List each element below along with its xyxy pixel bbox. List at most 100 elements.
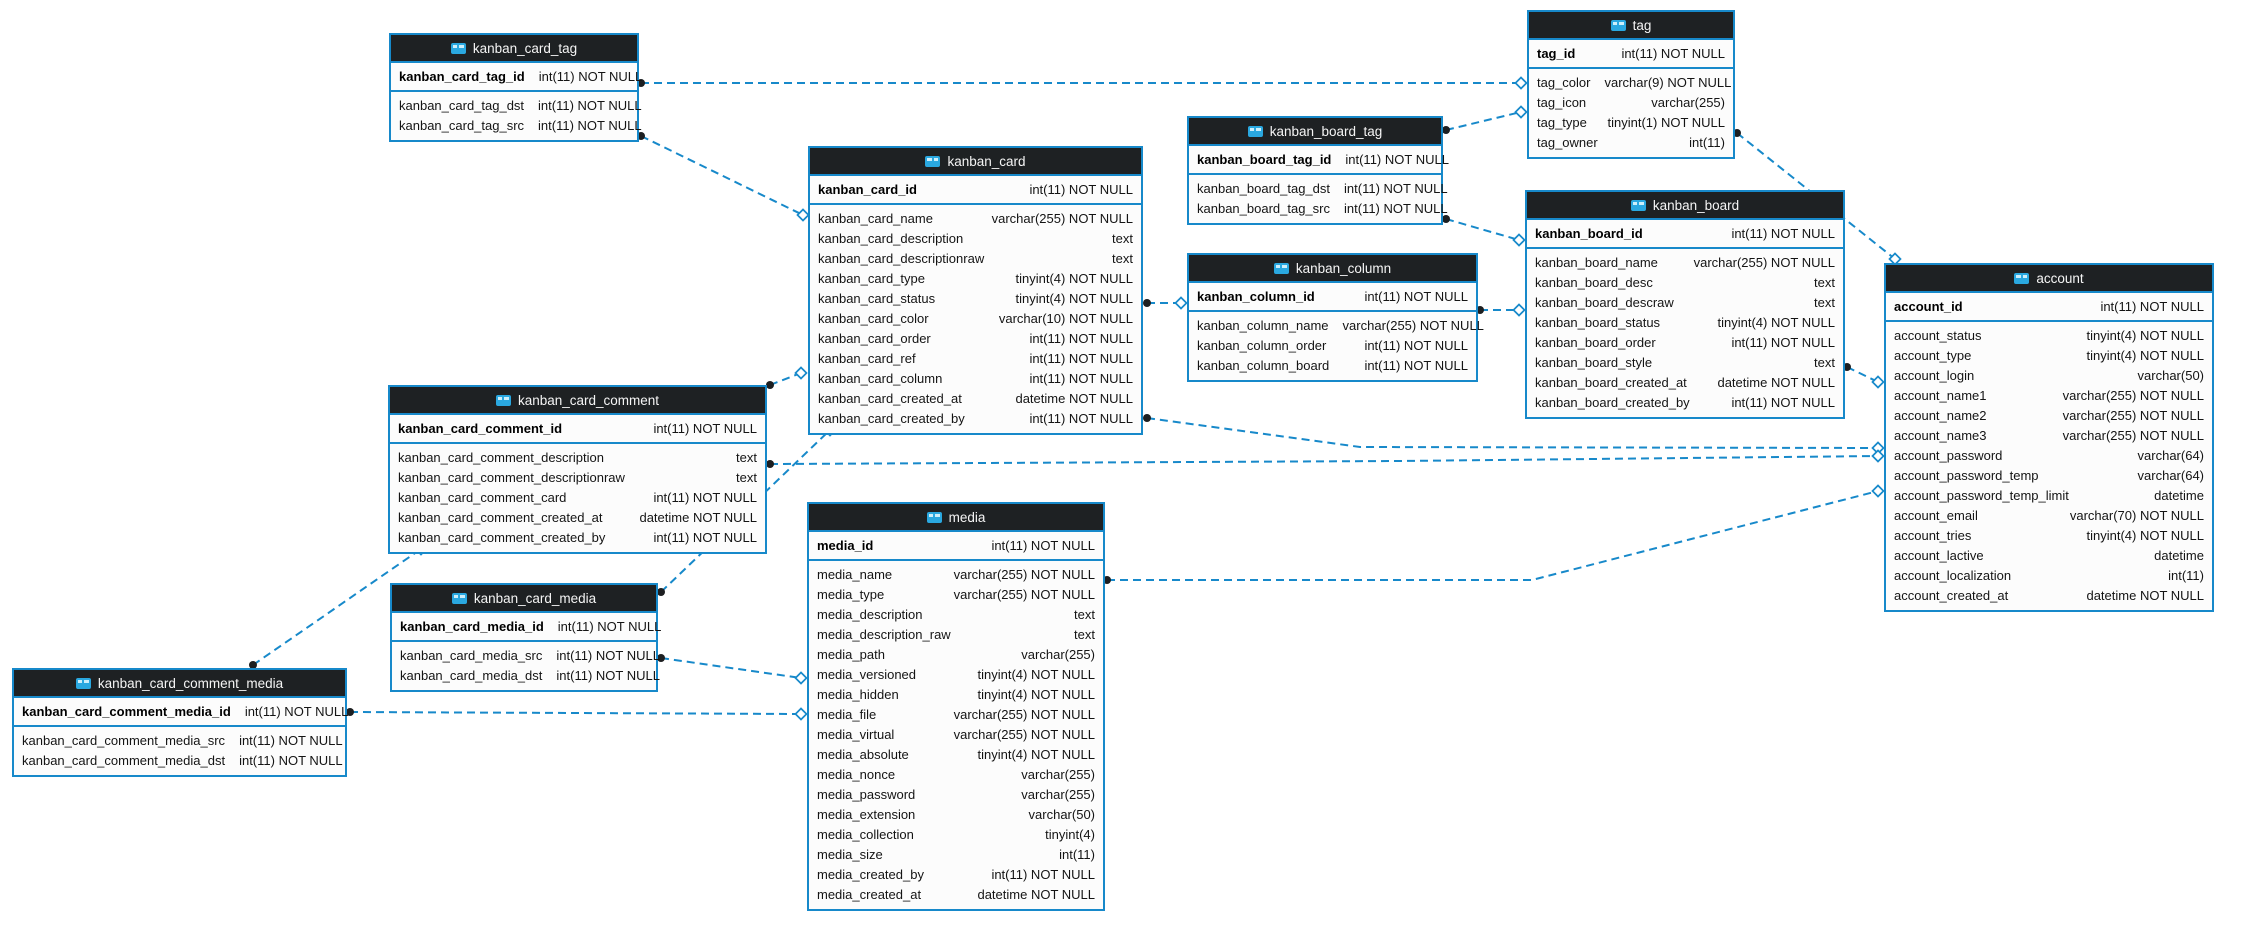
table-header-kanban_card_comment[interactable]: kanban_card_comment <box>390 387 765 415</box>
relationship-kanban_card_comment_media-to-media[interactable] <box>349 711 802 715</box>
relationship-kanban_card_media-to-media[interactable] <box>660 657 802 679</box>
table-header-account[interactable]: account <box>1886 265 2212 293</box>
relationship-kanban_card_tag-to-kanban_card[interactable] <box>640 135 804 216</box>
relationship-kanban_card_comment-to-account[interactable] <box>769 455 1879 465</box>
table-header-kanban_card[interactable]: kanban_card <box>810 148 1141 176</box>
table-header-kanban_card_media[interactable]: kanban_card_media <box>392 585 656 613</box>
table-header-kanban_column[interactable]: kanban_column <box>1189 255 1476 283</box>
relationship-kanban_card_comment-to-kanban_card[interactable] <box>769 372 802 386</box>
table-header-kanban_board[interactable]: kanban_board <box>1527 192 1843 220</box>
relationship-kanban_board_tag-to-tag[interactable] <box>1445 111 1522 131</box>
table-card-kanban_card_comment_media[interactable]: kanban_card_comment_media kanban_card_com… <box>12 668 348 777</box>
table-card-kanban_card_comment[interactable]: kanban_card_comment kanban_card_comment_i… <box>388 385 767 554</box>
relationship-kanban_board-to-account[interactable] <box>1846 366 1879 383</box>
relationship-kanban_card-to-account[interactable] <box>1146 417 1879 449</box>
table-header-kanban_card_comment_media[interactable]: kanban_card_comment_media <box>14 670 345 698</box>
relationship-kanban_card_comment_media-to-kanban_card_comment[interactable] <box>252 548 422 666</box>
table-header-media[interactable]: media <box>809 504 1103 532</box>
table-header-kanban_card_tag[interactable]: kanban_card_tag <box>391 35 637 63</box>
relationship-kanban_board_tag-to-kanban_board[interactable] <box>1445 218 1520 241</box>
relationship-media-to-account[interactable] <box>1107 490 1879 581</box>
